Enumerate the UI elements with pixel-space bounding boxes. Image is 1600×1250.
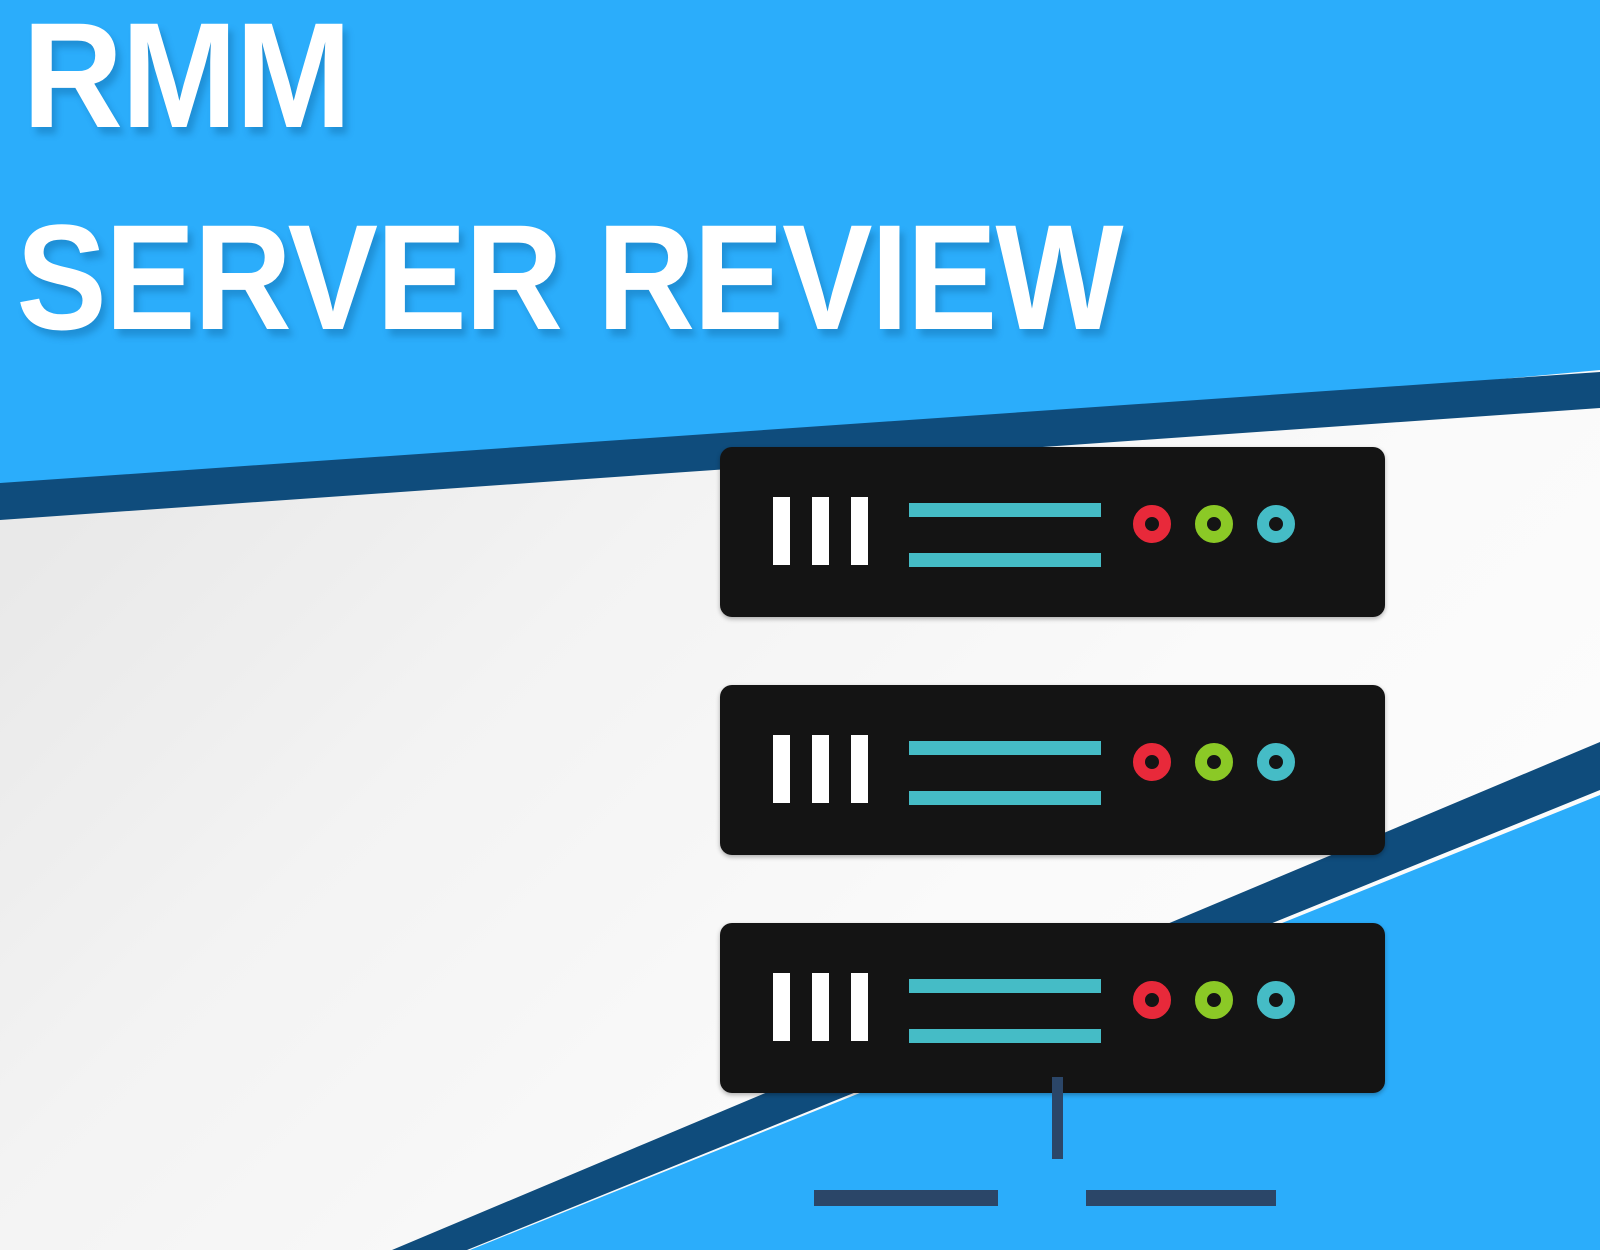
status-led-red-icon <box>1133 981 1171 1019</box>
status-led-green-icon <box>1195 505 1233 543</box>
vent-bar <box>773 973 790 1041</box>
vent-bar <box>812 735 829 803</box>
vent-bar <box>773 497 790 565</box>
status-led-cyan-icon <box>1257 981 1295 1019</box>
status-led-green-icon <box>1195 743 1233 781</box>
data-lines-icon <box>909 979 1101 1043</box>
data-lines-icon <box>909 741 1101 805</box>
data-lines-icon <box>909 503 1101 567</box>
status-led-red-icon <box>1133 505 1171 543</box>
data-line <box>909 1029 1101 1043</box>
vent-bar <box>851 973 868 1041</box>
vent-bar <box>851 497 868 565</box>
network-connector-bar-left <box>814 1190 998 1206</box>
vent-grille-icon <box>773 735 868 803</box>
vent-bar <box>851 735 868 803</box>
status-led-cyan-icon <box>1257 505 1295 543</box>
data-line <box>909 553 1101 567</box>
network-connector-bar-right <box>1086 1190 1276 1206</box>
server-unit-2 <box>720 685 1385 855</box>
vent-bar <box>812 497 829 565</box>
vent-bar <box>812 973 829 1041</box>
status-led-red-icon <box>1133 743 1171 781</box>
server-unit-3 <box>720 923 1385 1093</box>
status-led-cyan-icon <box>1257 743 1295 781</box>
vent-bar <box>773 735 790 803</box>
status-led-group <box>1133 505 1295 543</box>
data-line <box>909 791 1101 805</box>
data-line <box>909 503 1101 517</box>
data-line <box>909 979 1101 993</box>
data-line <box>909 741 1101 755</box>
vent-grille-icon <box>773 497 868 565</box>
vent-grille-icon <box>773 973 868 1041</box>
network-connector-stem <box>1052 1077 1063 1159</box>
status-led-green-icon <box>1195 981 1233 1019</box>
diagonal-band-upper <box>0 372 1600 520</box>
status-led-group <box>1133 981 1295 1019</box>
server-unit-1 <box>720 447 1385 617</box>
server-rack-illustration <box>720 447 1385 1093</box>
status-led-group <box>1133 743 1295 781</box>
